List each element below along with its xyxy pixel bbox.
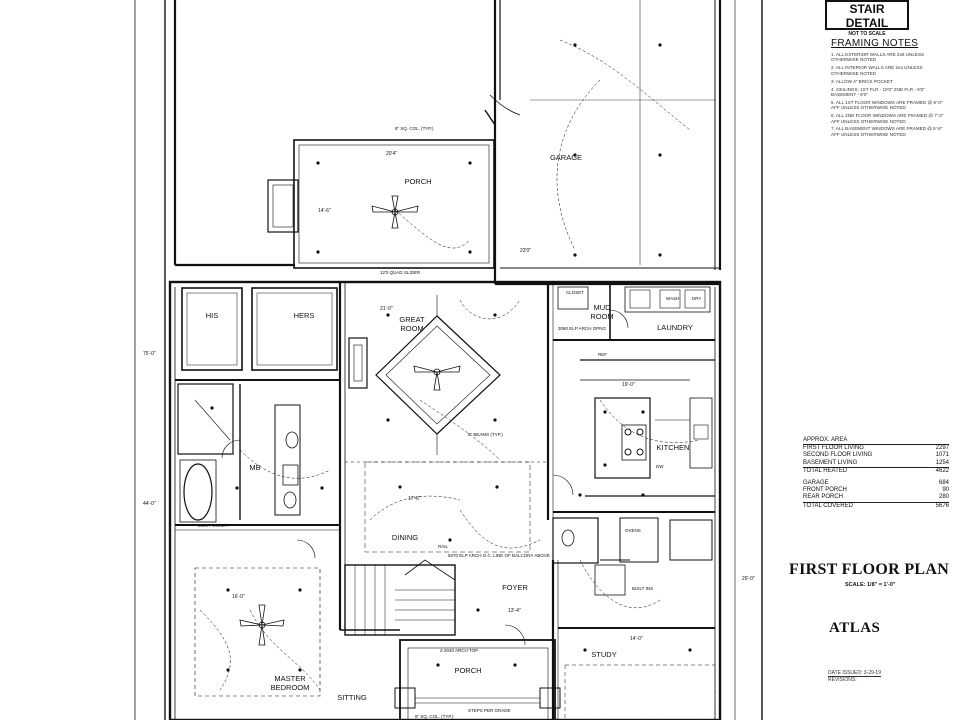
note-wash: WASH	[666, 296, 679, 301]
title-block: STAIR DETAIL NOT TO SCALE FRAMING NOTES …	[775, 0, 960, 720]
note-ovens: OVENS	[625, 528, 641, 533]
framing-note: 1. ALL EXTERIOR WALLS ARE 2x6 UNLESS OTH…	[831, 52, 925, 63]
room-label-great-room-2: ROOM	[400, 324, 423, 333]
room-label-master: MASTER	[274, 674, 306, 683]
framing-note: 2. ALL INTERIOR WALLS ARE 2x4 UNLESS OTH…	[831, 65, 923, 76]
area-table-title: APPROX. AREA	[803, 437, 949, 446]
dim-garage-width: 23'0"	[520, 248, 531, 254]
note-pantry-arch: 3080 ELP ARCH OPNG	[558, 326, 606, 331]
framing-note: 3. ALLOW 4" BRICK POCKET	[831, 78, 893, 84]
note-closet: CLOSET	[566, 290, 584, 295]
room-label-laundry: LAUNDRY	[657, 323, 693, 332]
note-quad-slider: 12'0 QUAD SLIDER	[380, 270, 421, 275]
room-label-dining: DINING	[392, 533, 418, 542]
dim-left-2: 44'-0"	[143, 501, 156, 507]
room-label-his: HIS	[206, 311, 219, 320]
stair-detail-box: STAIR DETAIL NOT TO SCALE	[825, 0, 909, 37]
stair-detail-title: STAIR DETAIL	[845, 2, 889, 30]
dim-left: 75'-0"	[143, 351, 156, 357]
date-issued: DATE ISSUED: 3-29-19	[828, 670, 881, 677]
room-label-master-2: BEDROOM	[271, 683, 310, 692]
note-beams: 8" BEAMS (TYP.)	[468, 432, 503, 437]
date-issued-block: DATE ISSUED: 3-29-19 REVISIONS:	[828, 670, 881, 683]
dim-porch-width: 20'4"	[386, 151, 397, 157]
revisions-label: REVISIONS:	[828, 677, 857, 683]
room-label-mud-room-2: ROOM	[590, 312, 613, 321]
framing-note: 4. CEILINGS: 1ST FLR - 10'0" 2ND FLR - 9…	[831, 86, 925, 97]
dim-porch-depth: 14'-6"	[318, 208, 331, 214]
project-name: ATLAS	[829, 620, 881, 636]
room-label-sitting: SITTING	[337, 693, 367, 702]
note-dry: DRY	[692, 296, 701, 301]
note-rail: RAIL	[438, 544, 449, 549]
dim-study-width: 14'-0"	[630, 636, 643, 642]
note-bath-arch: 2880 POCKET	[198, 523, 228, 528]
note-col-bottom: 8" SQ. COL. (TYP.)	[415, 714, 454, 719]
framing-notes-list: 1. ALL EXTERIOR WALLS ARE 2x6 UNLESS OTH…	[831, 52, 951, 140]
note-arch-top: 2-2040 ARCH TOP	[440, 648, 478, 653]
room-label-porch-front: PORCH	[454, 666, 481, 675]
note-ref: REF	[598, 352, 607, 357]
dim-right: 29'-0"	[742, 576, 755, 582]
room-label-garage: GARAGE	[550, 153, 582, 162]
room-label-porch-top: PORCH	[404, 177, 431, 186]
framing-note: 7. ALL BASEMENT WINDOWS ARE FRAMED @ 6'-…	[831, 126, 943, 137]
note-dw: DW	[656, 464, 664, 469]
framing-note: 5. ALL 1ST FLOOR WINDOWS ARE FRAMED @ 8'…	[831, 99, 943, 111]
note-opening: 5070 ELP ARCH O.C. LINE OF BALCONY ABOVE	[448, 553, 550, 558]
dim-dining-width: 17'-6"	[408, 496, 421, 502]
room-label-kitchen: KITCHEN	[657, 443, 690, 452]
room-label-foyer: FOYER	[502, 583, 528, 592]
note-col: 8" SQ. COL. (TYP.)	[395, 126, 434, 131]
room-label-hers: HERS	[294, 311, 315, 320]
framing-note: 6. ALL 2ND FLOOR WINDOWS ARE FRAMED @ 7'…	[831, 113, 944, 124]
plan-scale: SCALE: 1/8" = 1'-0"	[845, 582, 896, 588]
room-label-study: STUDY	[591, 650, 616, 659]
room-label-mud-room: MUD	[593, 303, 611, 312]
plan-title: FIRST FLOOR PLAN	[789, 561, 950, 578]
room-label-great-room: GREAT	[399, 315, 425, 324]
note-built-ins: BUILT INS	[632, 586, 653, 591]
dim-great-width: 21'-0"	[380, 306, 393, 312]
dim-master-width: 16'-0"	[232, 594, 245, 600]
dim-foyer-depth: 13'-4"	[508, 608, 521, 614]
note-steps: STEPS PER GRADE	[468, 708, 511, 713]
framing-notes-title: FRAMING NOTES	[831, 38, 919, 49]
dim-kitchen: 19'-0"	[622, 382, 635, 388]
room-label-mb: MB	[249, 463, 260, 472]
stair-detail-subtitle: NOT TO SCALE	[848, 31, 886, 37]
